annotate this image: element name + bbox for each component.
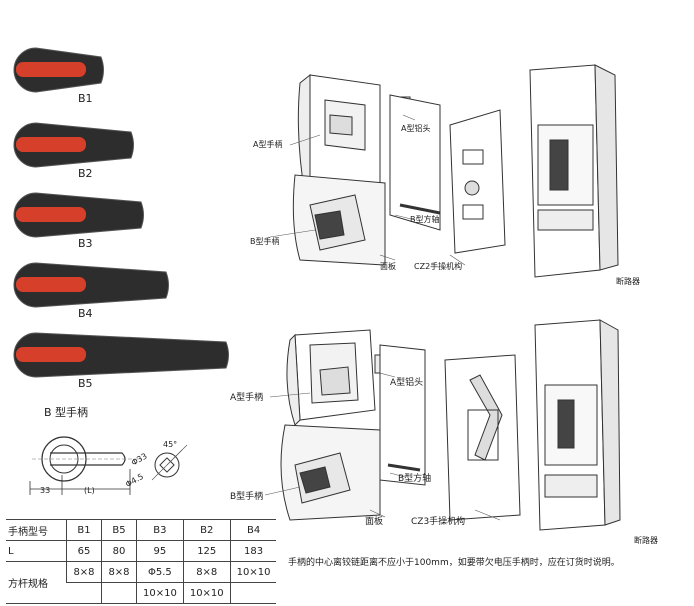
label-b-handle-top: B型手柄 — [250, 237, 280, 246]
table-cell: Φ5.5 — [136, 561, 184, 583]
table-header-cell: B1 — [66, 519, 102, 541]
table-cell — [101, 582, 137, 604]
label-breaker-bottom: 断路器 — [634, 536, 658, 545]
table-cell: L — [8, 545, 14, 557]
label-b-handle-bottom: B型手柄 — [230, 492, 264, 502]
handle-label-b4: B4 — [78, 307, 93, 320]
label-b-shaft-bottom: B型方轴 — [398, 474, 432, 484]
label-a-head-top: A型铝头 — [401, 124, 431, 133]
b-shaft — [399, 203, 441, 215]
handle-b3 — [13, 192, 144, 238]
handle-label-b1: B1 — [78, 92, 93, 105]
label-a-handle-top: A型手柄 — [253, 140, 283, 149]
table-row-l: L 65 80 95 125 183 — [6, 540, 277, 562]
b-shaft — [387, 463, 421, 472]
b-type-title: B 型手柄 — [44, 406, 89, 419]
dim-angle: 45° — [163, 440, 178, 449]
table-header-row: 手柄型号 B1 B5 B3 B2 B4 — [6, 519, 277, 541]
table-cell — [66, 582, 102, 604]
label-panel-bottom: 面板 — [365, 517, 384, 527]
table-cell: 80 — [101, 540, 137, 562]
cz3-exploded-diagram — [264, 319, 621, 531]
table-cell: 10×10 — [136, 582, 184, 604]
handle-b2 — [13, 122, 134, 168]
label-mechanism-bottom: CZ3手操机构 — [411, 517, 466, 527]
table-row-shaft-1: 方杆规格 8×8 8×8 Φ5.5 8×8 10×10 — [6, 561, 277, 590]
table-header-cell: B4 — [229, 519, 277, 541]
table-cell: 8×8 — [66, 561, 102, 583]
table-header-cell: B5 — [101, 519, 137, 541]
label-panel-top: 面板 — [380, 262, 396, 271]
table-header-cell: 手柄型号 — [8, 526, 48, 538]
handle-outline — [32, 436, 142, 482]
handle-b1 — [13, 47, 104, 93]
label-b-shaft-top: B型方轴 — [410, 215, 440, 224]
label-a-handle-bottom: A型手柄 — [230, 393, 264, 403]
label-a-head-bottom: A型铝头 — [390, 378, 424, 388]
table-cell: 10×10 — [229, 561, 277, 583]
table-cell: 65 — [66, 540, 102, 562]
table-cell: 95 — [136, 540, 184, 562]
shaft-detail — [151, 444, 188, 481]
table-row-shaft-2: 10×10 10×10 — [6, 582, 277, 604]
table-cell: 方杆规格 — [8, 579, 48, 590]
spec-table: 手柄型号 B1 B5 B3 B2 B4 L 65 80 95 125 183 方… — [6, 519, 277, 604]
table-cell — [229, 582, 277, 604]
table-cell: 10×10 — [182, 582, 231, 604]
label-breaker-top: 断路器 — [616, 277, 640, 286]
table-cell: 183 — [229, 540, 277, 562]
table-cell: 8×8 — [101, 561, 137, 583]
handle-label-b2: B2 — [78, 167, 93, 180]
order-note: 手柄的中心离铰链距离不应小于100mm，如要带欠电压手柄时，应在订货时说明。 — [288, 558, 620, 568]
handle-b5 — [13, 332, 229, 378]
table-cell: 125 — [182, 540, 231, 562]
table-header-cell: B3 — [136, 519, 184, 541]
dim-length: (L) — [84, 486, 95, 495]
handle-label-b5: B5 — [78, 377, 93, 390]
dim-left: 33 — [40, 486, 51, 495]
table-header-cell: B2 — [182, 519, 231, 541]
handle-b4 — [13, 262, 169, 308]
dimension-drawing — [29, 436, 188, 495]
table-cell: 8×8 — [182, 561, 231, 583]
handle-label-b3: B3 — [78, 237, 93, 250]
cz2-mechanism — [449, 109, 506, 254]
label-mechanism-top: CZ2手操机构 — [414, 262, 463, 271]
cz2-exploded-diagram — [269, 64, 619, 278]
